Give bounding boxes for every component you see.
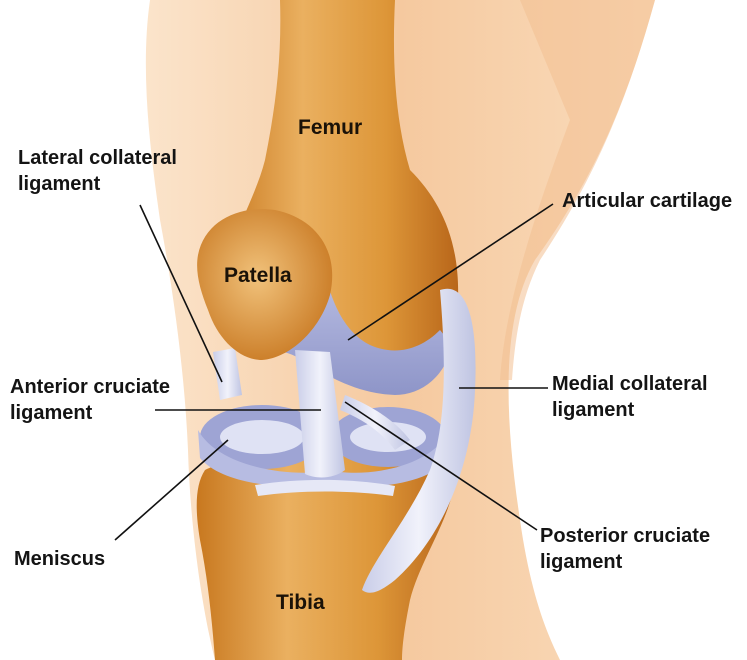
medial-collateral-line2: ligament	[552, 397, 708, 423]
femur-label: Femur	[298, 115, 362, 141]
posterior-cruciate-label: Posterior cruciate ligament	[540, 523, 710, 575]
anterior-cruciate-label: Anterior cruciate ligament	[10, 374, 170, 426]
medial-collateral-label: Medial collateral ligament	[552, 371, 708, 423]
posterior-cruciate-line2: ligament	[540, 549, 710, 575]
lateral-collateral-line1: Lateral collateral	[18, 145, 177, 171]
lateral-collateral-line2: ligament	[18, 171, 177, 197]
medial-collateral-line1: Medial collateral	[552, 371, 708, 397]
tibia-label: Tibia	[276, 590, 325, 616]
lateral-collateral-label: Lateral collateral ligament	[18, 145, 177, 197]
articular-cartilage-label: Articular cartilage	[562, 188, 732, 214]
meniscus-label: Meniscus	[14, 546, 105, 572]
anterior-cruciate-line2: ligament	[10, 400, 170, 426]
posterior-cruciate-line1: Posterior cruciate	[540, 523, 710, 549]
anterior-cruciate-line1: Anterior cruciate	[10, 374, 170, 400]
patella-label: Patella	[224, 263, 292, 289]
